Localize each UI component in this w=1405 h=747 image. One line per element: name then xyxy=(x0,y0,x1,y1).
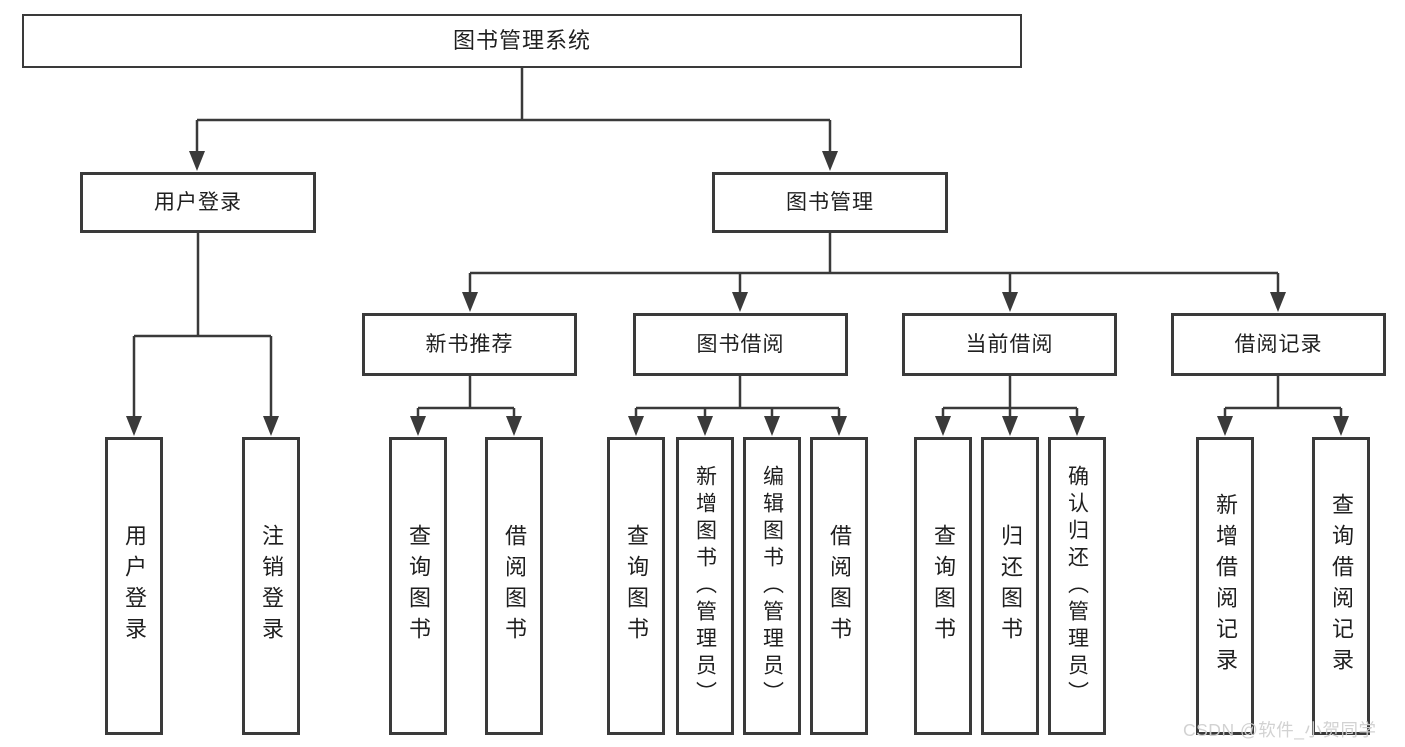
leaf-borrow-book: 借阅图书 xyxy=(810,437,868,735)
leaf-query-book-recommend: 查询图书 xyxy=(389,437,447,735)
node-borrow-records: 借阅记录 xyxy=(1171,313,1386,376)
leaf-logout: 注销登录 xyxy=(242,437,300,735)
leaf-edit-book-admin: 编辑图书（管理员） xyxy=(743,437,801,735)
leaf-confirm-return-admin: 确认归还（管理员） xyxy=(1048,437,1106,735)
leaf-add-book-admin: 新增图书（管理员） xyxy=(676,437,734,735)
leaf-query-book-current: 查询图书 xyxy=(914,437,972,735)
leaf-query-borrow-record: 查询借阅记录 xyxy=(1312,437,1370,735)
leaf-user-login: 用户登录 xyxy=(105,437,163,735)
leaf-query-book-borrow: 查询图书 xyxy=(607,437,665,735)
node-root: 图书管理系统 xyxy=(22,14,1022,68)
leaf-borrow-book-recommend: 借阅图书 xyxy=(485,437,543,735)
leaf-add-borrow-record: 新增借阅记录 xyxy=(1196,437,1254,735)
node-user-login: 用户登录 xyxy=(80,172,316,233)
node-book-management: 图书管理 xyxy=(712,172,948,233)
node-current-borrow: 当前借阅 xyxy=(902,313,1117,376)
csdn-watermark: CSDN @软件_小贺同学 xyxy=(1183,720,1377,740)
leaf-return-book: 归还图书 xyxy=(981,437,1039,735)
node-book-borrow: 图书借阅 xyxy=(633,313,848,376)
node-new-book-recommend: 新书推荐 xyxy=(362,313,577,376)
